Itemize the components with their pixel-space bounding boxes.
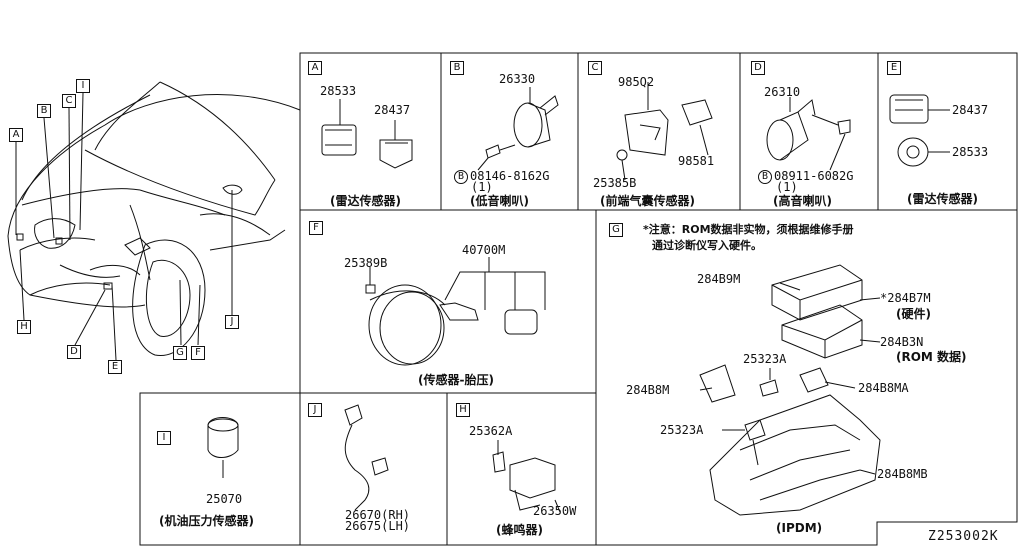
part-number: 98581 (678, 154, 715, 168)
car-letter-f: F (191, 346, 205, 360)
part-number: 25385B (593, 176, 637, 190)
panel-h-letter: H (456, 403, 470, 417)
panel-d-letter: D (751, 61, 765, 75)
part-number: 25323A (743, 352, 787, 366)
car-letter-c: C (62, 94, 76, 108)
part-number: 26670(RH) (345, 508, 411, 522)
bolt-symbol: B (758, 170, 772, 184)
panel-b-caption: (低音喇叭) (470, 194, 529, 208)
part-number: 28437 (374, 103, 411, 117)
car-letter-g: G (173, 346, 187, 360)
panel-g-caption: (IPDM) (776, 521, 823, 535)
part-number: 28533 (320, 84, 357, 98)
part-number: 40700M (462, 243, 506, 257)
part-number: 25323A (660, 423, 704, 437)
part-number: 284B8MA (858, 381, 909, 395)
part-number: 284B8M (626, 383, 670, 397)
part-number: 08911-6082G (774, 169, 854, 183)
panel-i-caption: (机油压力传感器) (159, 514, 254, 528)
part-note: (ROM 数据) (896, 350, 967, 364)
part-number: 25070 (206, 492, 243, 506)
part-quantity: (1) (471, 180, 493, 194)
part-number: 985Q2 (618, 75, 655, 89)
bolt-symbol: B (454, 170, 468, 184)
part-note: (硬件) (896, 307, 931, 321)
panel-g-note: 通过诊断仪写入硬件。 (652, 239, 762, 252)
panel-b-letter: B (450, 61, 464, 75)
car-letter-a: A (9, 128, 23, 142)
panel-f-letter: F (309, 221, 323, 235)
panel-e-letter: E (887, 61, 901, 75)
panel-c-letter: C (588, 61, 602, 75)
car-letter-i: I (76, 79, 90, 93)
car-letter-e: E (108, 360, 122, 374)
panel-g-note: *注意：ROM数据非实物，须根据维修手册 (643, 223, 854, 236)
part-quantity: (1) (776, 180, 798, 194)
part-number: 25389B (344, 256, 388, 270)
part-number: 28533 (952, 145, 989, 159)
part-number: 26675(LH) (345, 519, 411, 533)
panel-e-caption: (雷达传感器) (907, 192, 978, 206)
panel-h-caption: (蜂鸣器) (496, 523, 543, 537)
part-number: 08146-8162G (470, 169, 550, 183)
panel-c-caption: (前端气囊传感器) (600, 194, 695, 208)
panel-d-caption: (高音喇叭) (773, 194, 832, 208)
panel-a-caption: (雷达传感器) (330, 194, 401, 208)
panel-g-letter: G (609, 223, 623, 237)
car-letter-j: J (225, 315, 239, 329)
part-number: 26330 (499, 72, 536, 86)
part-number: 284B9M (697, 272, 741, 286)
diagram-code: Z253002K (928, 529, 999, 544)
car-letter-b: B (37, 104, 51, 118)
part-number: 284B8MB (877, 467, 928, 481)
panel-a-letter: A (308, 61, 322, 75)
panel-f-caption: (传感器-胎压) (418, 373, 494, 387)
part-number: 284B3N (880, 335, 924, 349)
panel-j-letter: J (308, 403, 322, 417)
part-number: 26350W (533, 504, 577, 518)
car-outline (7, 81, 301, 357)
car-letter-d: D (67, 345, 81, 359)
part-number: 26310 (764, 85, 801, 99)
part-number: 25362A (469, 424, 513, 438)
panel-i-letter: I (157, 431, 171, 445)
part-number: 28437 (952, 103, 989, 117)
car-letter-h: H (17, 320, 31, 334)
part-number: *284B7M (880, 291, 931, 305)
